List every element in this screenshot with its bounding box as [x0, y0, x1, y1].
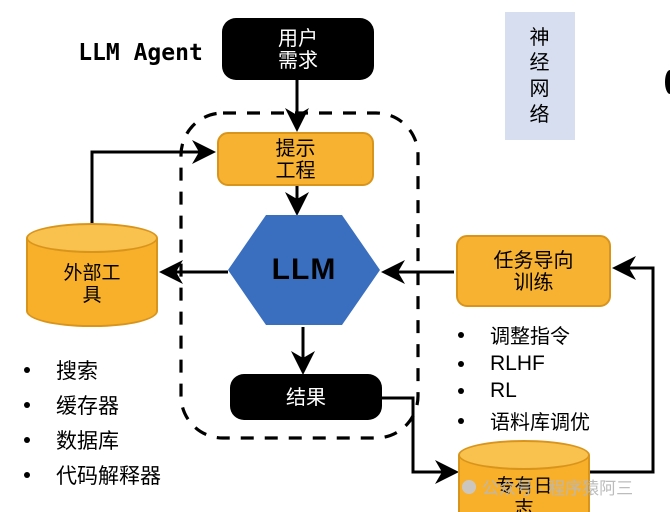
neural-network-char-1: 神 [529, 24, 551, 49]
external-tools-line-1: 外部工 [63, 262, 121, 285]
list-item: 代码解释器 [14, 460, 161, 490]
private-logs-label: 专有日 志 [458, 468, 590, 512]
external-tools-label: 外部工 具 [26, 255, 158, 315]
list-item: 调整指令 [448, 320, 590, 349]
external-tools-line-2: 具 [82, 284, 102, 306]
node-result: 结果 [230, 374, 382, 420]
private-logs-line-1: 专有日 [495, 475, 553, 498]
arrow-result-to-logs [382, 396, 459, 484]
list-item: 缓存器 [14, 390, 161, 420]
private-logs-line-2: 志 [514, 497, 534, 512]
watermark-logo-icon [462, 479, 476, 494]
watermark-text: 公众号 · 程序猿阿三 [482, 479, 634, 498]
node-llm-hexagon: LLM [228, 215, 380, 325]
list-item: 语料库调优 [448, 406, 590, 435]
prompt-engineering-line-2: 工程 [275, 158, 316, 182]
task-training-line-1: 任务导向 [493, 247, 574, 272]
neural-network-char-3: 网 [529, 76, 551, 100]
cylinder-top-ellipse [458, 440, 590, 470]
node-private-logs-cylinder: 专有日 志 [458, 440, 590, 512]
node-task-oriented-training: 任务导向 训练 [456, 235, 611, 307]
cropped-edge-shape [665, 70, 670, 94]
list-item: RLHF [448, 352, 590, 376]
prompt-engineering-line-1: 提示 [275, 135, 316, 160]
task-training-line-2: 训练 [513, 270, 554, 294]
cylinder-top-ellipse [26, 223, 158, 253]
neural-network-char-4: 络 [529, 101, 551, 126]
node-prompt-engineering: 提示 工程 [217, 132, 374, 186]
list-item: RL [448, 379, 590, 403]
node-external-tools-cylinder: 外部工 具 [26, 223, 158, 327]
list-item: 搜索 [14, 355, 161, 385]
cylinder-body [26, 238, 158, 327]
user-demand-line-1: 用户 [278, 25, 318, 50]
node-user-demand: 用户 需求 [222, 18, 374, 80]
neural-network-char-2: 经 [529, 50, 551, 75]
external-tools-bullet-list: 搜索 缓存器 数据库 代码解释器 [14, 355, 161, 495]
watermark: 公众号 · 程序猿阿三 [462, 474, 633, 499]
arrow-tools-to-prompt [90, 140, 216, 228]
training-bullet-list: 调整指令 RLHF RL 语料库调优 [448, 320, 590, 438]
page-title: LLM Agent [78, 40, 203, 67]
node-neural-network: 神 经 网 络 [505, 12, 575, 140]
list-item: 数据库 [14, 425, 161, 455]
user-demand-line-2: 需求 [278, 48, 318, 72]
